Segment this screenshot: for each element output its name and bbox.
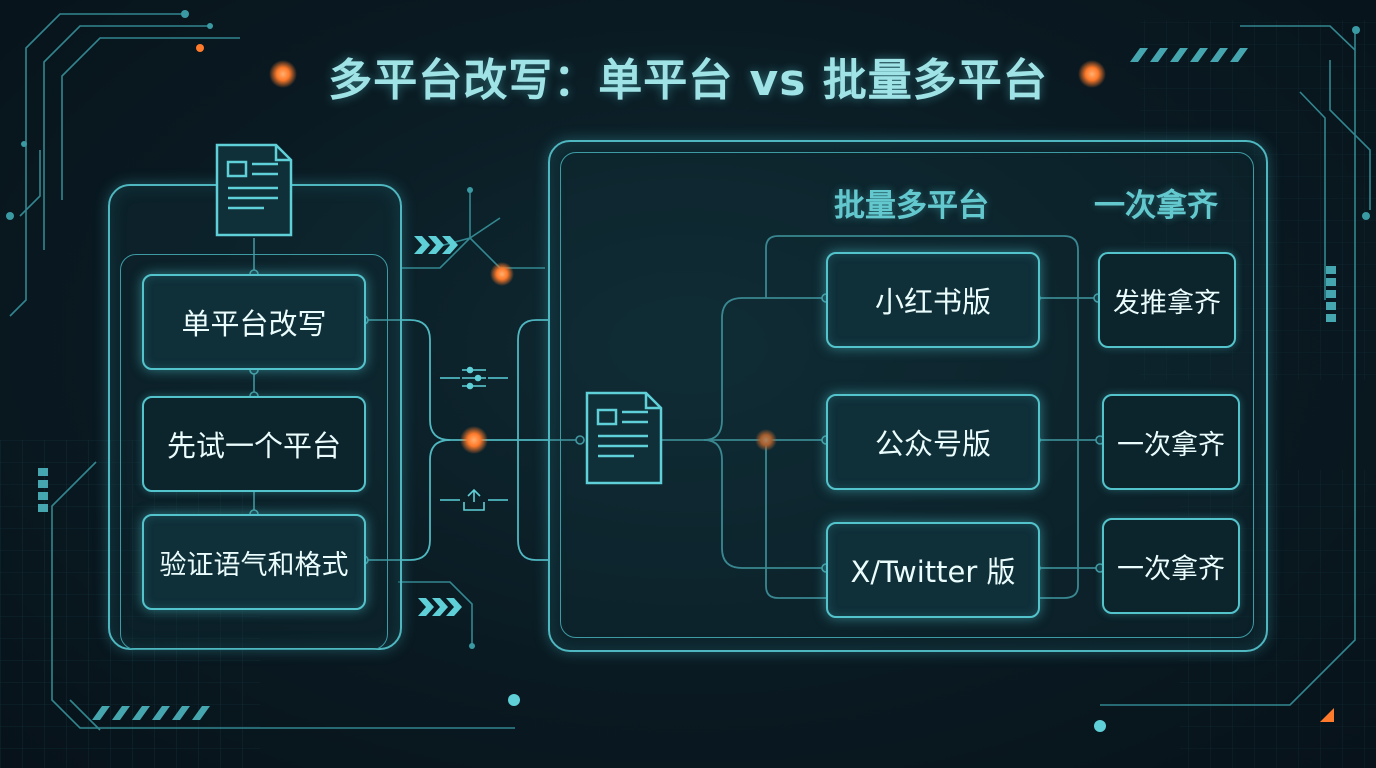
result-box-2[interactable]: 一次拿齐	[1102, 394, 1240, 490]
result-box-1[interactable]: 发推拿齐	[1098, 252, 1236, 348]
step-label: 先试一个平台	[166, 429, 341, 463]
upload-icon	[463, 488, 485, 511]
batch-multi-platform-inner-panel	[560, 152, 1254, 638]
step-try-one-platform[interactable]: 先试一个平台	[142, 396, 366, 492]
document-icon	[215, 143, 293, 237]
document-icon	[585, 391, 663, 485]
result-label: 一次拿齐	[1117, 553, 1225, 585]
version-x-twitter[interactable]: X/Twitter 版	[826, 522, 1040, 618]
batch-heading: 批量多平台	[834, 188, 989, 224]
version-label: 公众号版	[874, 427, 991, 461]
step-label: 单平台改写	[181, 307, 327, 341]
version-label: 小红书版	[874, 285, 991, 319]
page-title: 多平台改写：单平台 vs 批量多平台	[328, 55, 1048, 106]
version-xiaohongshu[interactable]: 小红书版	[826, 252, 1040, 348]
result-box-3[interactable]: 一次拿齐	[1102, 518, 1240, 614]
single-platform-inner-panel	[120, 254, 388, 650]
result-label: 一次拿齐	[1117, 429, 1225, 461]
chevron-arrows-icon	[414, 236, 458, 254]
batch-heading-right: 一次拿齐	[1094, 188, 1218, 224]
step-verify-tone-format[interactable]: 验证语气和格式	[142, 514, 366, 610]
step-single-platform-rewrite[interactable]: 单平台改写	[142, 274, 366, 370]
filter-sliders-icon	[462, 366, 486, 390]
step-label: 验证语气和格式	[159, 549, 349, 581]
version-label: X/Twitter 版	[850, 555, 1016, 589]
version-wechat-official[interactable]: 公众号版	[826, 394, 1040, 490]
chevron-arrows-icon	[418, 598, 462, 616]
result-label: 发推拿齐	[1113, 287, 1221, 319]
